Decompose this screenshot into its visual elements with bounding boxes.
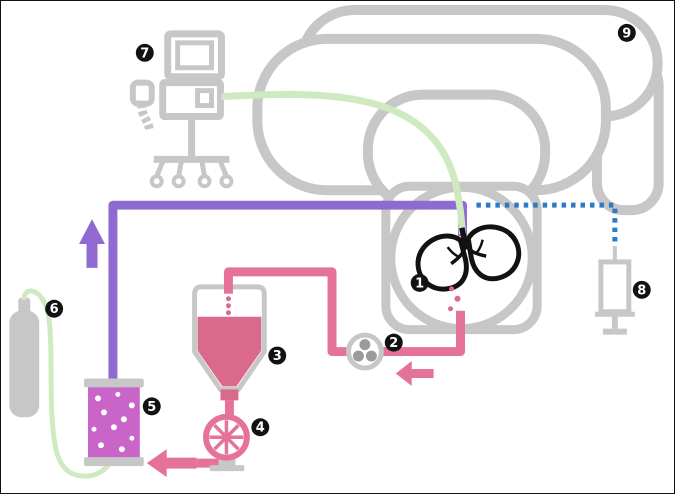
lung-right-lobe bbox=[465, 224, 522, 282]
gas-cylinder-neck bbox=[18, 297, 31, 313]
ventilator-hose-connector bbox=[129, 79, 155, 107]
syringe bbox=[594, 246, 635, 335]
reservoir-fluid bbox=[197, 316, 262, 387]
marker-bubble-chamber-number: 5 bbox=[147, 400, 156, 415]
marker-bubble-chamber: 5 bbox=[142, 397, 161, 416]
marker-lung: 1 bbox=[410, 273, 429, 292]
bubbles bbox=[91, 391, 135, 453]
syringe-barrel bbox=[598, 259, 632, 315]
marker-gas-cylinder: 6 bbox=[45, 299, 64, 318]
lung-airways bbox=[446, 227, 487, 266]
ventilator-screen bbox=[175, 40, 215, 71]
ventilator-legs bbox=[154, 158, 229, 178]
roller-pump-stand bbox=[218, 457, 236, 467]
flow-arrow-left-mid bbox=[395, 361, 434, 386]
lung-icon bbox=[415, 224, 522, 292]
marker-pump-number: 2 bbox=[389, 336, 398, 351]
marker-pump: 2 bbox=[384, 333, 403, 352]
marker-reservoir: 3 bbox=[268, 346, 287, 365]
perfusate-drops bbox=[448, 286, 461, 312]
reservoir-outlet-connector bbox=[220, 389, 239, 401]
roller-pump bbox=[196, 413, 250, 472]
ventilation-tube bbox=[221, 90, 466, 235]
pump bbox=[345, 332, 384, 371]
bubble-chamber-bottom-cap bbox=[84, 457, 144, 467]
marker-ventilator: 7 bbox=[135, 43, 154, 62]
ventilator-hose bbox=[137, 103, 155, 133]
reservoir bbox=[192, 284, 267, 392]
bubble-chamber-top-cap bbox=[84, 378, 144, 388]
scanner bbox=[252, 4, 664, 216]
ventilator-wheels bbox=[149, 174, 234, 189]
marker-gas-cylinder-number: 6 bbox=[50, 302, 59, 317]
roller-pump-hub bbox=[221, 432, 232, 443]
marker-scanner-number: 9 bbox=[622, 26, 631, 41]
flow-arrow-up bbox=[79, 219, 105, 268]
syringe-plunger-handle bbox=[602, 328, 627, 335]
perfusate-supply-line bbox=[223, 267, 465, 357]
marker-reservoir-number: 3 bbox=[273, 349, 282, 364]
marker-roller-pump: 4 bbox=[251, 418, 270, 437]
marker-scanner: 9 bbox=[617, 23, 636, 42]
marker-lung-number: 1 bbox=[415, 276, 424, 291]
bubble-chamber bbox=[84, 378, 144, 467]
pump-rotor bbox=[352, 339, 377, 362]
gas-cylinder bbox=[9, 297, 40, 418]
marker-ventilator-number: 7 bbox=[140, 46, 149, 61]
marker-roller-pump-number: 4 bbox=[256, 421, 265, 436]
ventilator-port bbox=[195, 88, 215, 109]
roller-pump-base bbox=[209, 465, 245, 472]
marker-syringe: 8 bbox=[632, 280, 651, 299]
marker-syringe-number: 8 bbox=[637, 283, 646, 298]
gas-cylinder-body bbox=[9, 310, 40, 418]
markers: 1 2 3 4 5 6 7 8 bbox=[45, 23, 651, 437]
gas-supply-tube bbox=[21, 288, 112, 479]
reservoir-drip-dots bbox=[225, 296, 231, 316]
flow-arrow-left-bottom bbox=[146, 449, 197, 478]
ventilator bbox=[129, 30, 234, 189]
